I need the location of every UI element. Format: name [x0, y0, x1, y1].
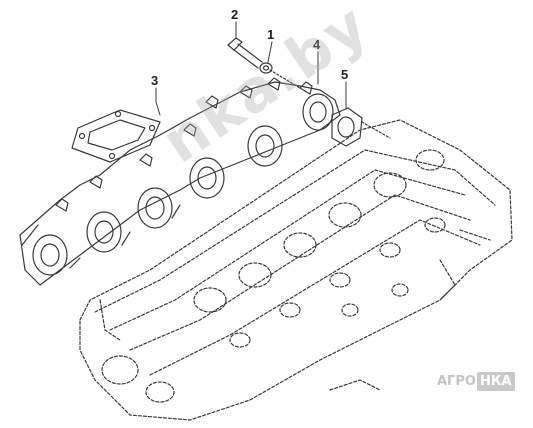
watermark-logo-box: НКА — [476, 372, 515, 391]
exhaust-manifold — [19, 77, 341, 286]
stud-axis — [269, 69, 391, 139]
callout-2: 2 — [231, 7, 239, 22]
gasket — [331, 107, 363, 147]
callout-3: 3 — [151, 73, 159, 88]
cylinder-head — [79, 119, 513, 421]
watermark-logo: АГРО НКА — [437, 372, 515, 391]
bolt — [227, 37, 263, 69]
callout-1: 1 — [267, 27, 275, 42]
watermark-logo-prefix: АГРО — [437, 374, 476, 389]
leader-lines — [155, 21, 347, 116]
spacer — [259, 62, 273, 74]
callout-5: 5 — [341, 67, 349, 82]
callout-4: 4 — [313, 37, 321, 52]
